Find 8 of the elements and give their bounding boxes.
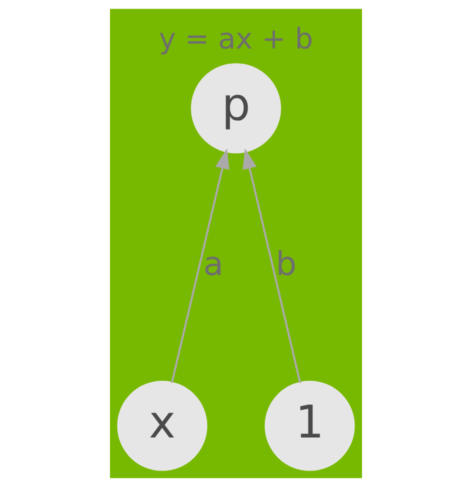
arrow [170,148,230,384]
edge-label: b [276,244,297,283]
arrow [242,148,302,384]
node-circle: 1 [264,380,355,471]
node-circle: p [190,63,282,154]
diagram-title: y = ax + b [158,21,314,56]
edge-label: a [203,244,224,283]
node-circle: x [117,380,208,471]
